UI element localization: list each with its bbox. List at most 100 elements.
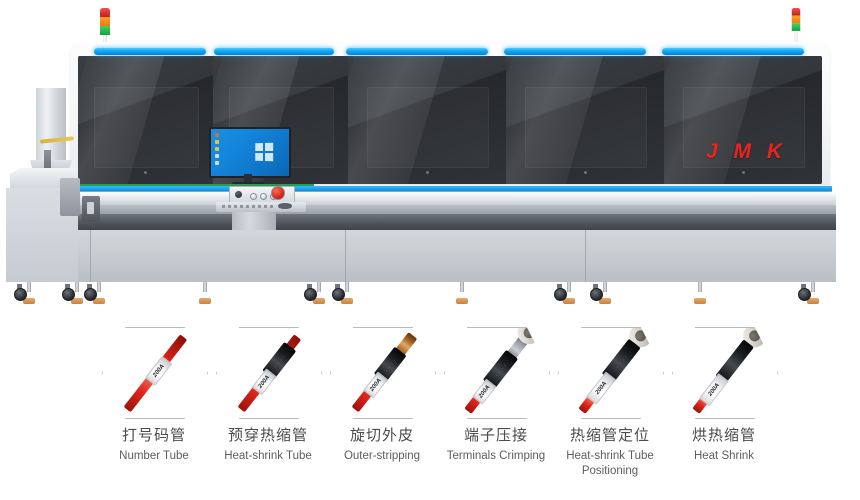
step-label-zh: 旋切外皮 <box>349 426 414 444</box>
tube-print: · · · · <box>493 361 508 378</box>
leveling-foot <box>598 282 612 304</box>
bay-indicator-dot <box>583 171 587 174</box>
step-caption: 打号码管 Number Tube <box>98 425 210 464</box>
cabinet-seam <box>90 230 91 282</box>
operator-monitor[interactable] <box>209 127 291 178</box>
number-tube-label: 200A <box>698 373 729 407</box>
step-label-en: Heat-shrink Tube <box>224 450 312 462</box>
feeder-gripper <box>44 150 51 178</box>
leveling-foot <box>806 282 820 304</box>
machine-base-cabinet <box>18 230 836 282</box>
tower-lamp-red <box>100 8 110 17</box>
step-label-zh: 烘热缩管 <box>691 426 756 444</box>
console-keyboard[interactable] <box>216 202 306 212</box>
terminal-hole <box>632 328 649 344</box>
tower-lamp-red <box>791 8 801 16</box>
led-strip <box>214 48 334 55</box>
leveling-foot <box>198 282 212 304</box>
feeder-tray <box>10 168 76 190</box>
blue-accent-rail <box>72 186 832 191</box>
led-strip <box>94 48 206 55</box>
number-tube-label: 200A <box>586 371 617 405</box>
process-step-row: 200A 打号码管 Number Tube · · · · <box>0 325 860 500</box>
caster-wheel <box>798 284 811 301</box>
control-box[interactable] <box>82 196 100 222</box>
hexagon-frame: · · · · 200A <box>330 327 436 419</box>
step-caption: 端子压接 Terminals Crimping <box>440 425 552 464</box>
hexagon-frame: · · · · 200A <box>216 327 322 419</box>
step-label-en: Terminals Crimping <box>446 450 546 462</box>
windows-logo-icon <box>255 142 274 162</box>
leveling-foot <box>312 282 326 304</box>
caster-wheel <box>590 284 603 301</box>
step-label-zh: 热缩管定位 <box>569 426 650 444</box>
step-illustration: 200A <box>668 325 780 420</box>
machine-bay-group <box>78 56 822 184</box>
process-step-1: 200A 打号码管 Number Tube <box>98 325 210 462</box>
step-label-zh: 打号码管 <box>121 426 186 444</box>
caster-wheel <box>84 284 97 301</box>
tube-print: · · · · <box>614 352 629 369</box>
cabinet-seam <box>585 230 586 282</box>
signal-tower-right <box>791 8 801 50</box>
step-caption: 烘热缩管 Heat Shrink <box>668 425 780 464</box>
hexagon-frame: · · · · 200A <box>558 327 664 419</box>
leveling-foot <box>455 282 469 304</box>
step-label-en: Heat-shrink Tube Positioning <box>566 450 654 477</box>
step-caption: 旋切外皮 Outer-stripping <box>326 425 438 464</box>
leveling-foot <box>22 282 36 304</box>
bay-window <box>524 86 648 169</box>
cabinet-seam <box>345 230 346 282</box>
tower-lamp-green <box>100 26 110 35</box>
step-label-en: Number Tube <box>119 450 189 462</box>
machine-bay <box>348 56 507 184</box>
desktop-icons <box>215 133 219 165</box>
led-strip <box>662 48 804 55</box>
bay-window <box>94 86 199 169</box>
machine-bay <box>506 56 665 184</box>
console-selector-knob[interactable] <box>235 191 242 198</box>
process-step-3: · · · · 200A 旋切外皮 Outer-stripping <box>326 325 438 462</box>
caster-wheel <box>554 284 567 301</box>
process-step-6: 200A 烘热缩管 Heat Shrink <box>668 325 780 462</box>
caster-wheel <box>14 284 27 301</box>
caster-wheel <box>304 284 317 301</box>
bay-indicator-dot <box>741 171 745 174</box>
tube-print: · · · · <box>383 356 397 373</box>
leveling-foot <box>70 282 84 304</box>
console-button[interactable] <box>260 193 267 200</box>
led-strip <box>346 48 488 55</box>
step-illustration: · · · · 200A <box>326 325 438 420</box>
caster-wheel <box>332 284 345 301</box>
step-label-zh: 预穿热缩管 <box>227 426 308 444</box>
tower-pole <box>794 30 798 50</box>
bay-indicator-dot <box>144 171 147 174</box>
step-label-en: Outer-stripping <box>343 450 421 462</box>
process-step-2: · · · · 200A 预穿热缩管 Heat-shrink Tube <box>212 325 324 462</box>
bay-window <box>366 86 490 169</box>
caster-wheel <box>62 284 75 301</box>
process-step-4: · · · · 200A 端子压接 Terminals Crimping <box>440 325 552 462</box>
leveling-foot <box>340 282 354 304</box>
bay-indicator-dot <box>425 171 429 174</box>
hexagon-frame: 200A <box>672 327 778 419</box>
tower-lamp-green <box>791 23 801 31</box>
machine-deck-top <box>18 192 836 205</box>
step-illustration: 200A <box>98 325 210 420</box>
cable-processing-machine: J M K <box>0 0 860 310</box>
step-illustration: · · · · 200A <box>440 325 552 420</box>
machine-bay <box>664 56 822 184</box>
jmk-logo: J M K <box>706 140 788 163</box>
step-label-en: Heat Shrink <box>693 450 755 462</box>
console-mouse[interactable] <box>278 203 292 209</box>
step-label-zh: 端子压接 <box>463 426 528 444</box>
leveling-foot <box>562 282 576 304</box>
step-caption: 热缩管定位 Heat-shrink Tube Positioning <box>554 425 666 479</box>
hexagon-frame: · · · · 200A <box>444 327 550 419</box>
emergency-stop-button[interactable] <box>271 186 285 200</box>
machine-bay <box>78 56 214 184</box>
monitor-stand-neck <box>244 174 252 183</box>
tower-lamp-amber <box>791 15 801 24</box>
console-button[interactable] <box>250 193 257 200</box>
